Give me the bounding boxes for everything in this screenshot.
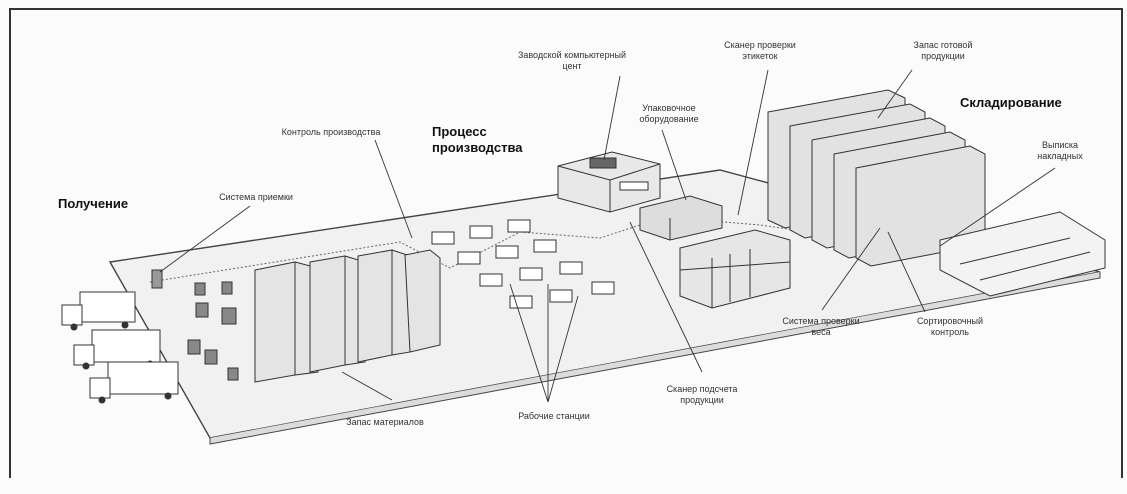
section-production: Процесс производства	[432, 124, 523, 156]
label-invoice-issue: Выписка накладных	[1025, 140, 1095, 162]
label-factory-computer-center: Заводской компьютерный цент	[484, 50, 660, 72]
section-receiving: Получение	[58, 196, 128, 212]
label-receiving-system: Система приемки	[196, 192, 316, 203]
label-workstations: Рабочие станции	[494, 411, 614, 422]
truck-icon	[62, 292, 135, 330]
label-finished-goods-stock: Запас готовой продукции	[888, 40, 998, 62]
label-product-count-scanner: Сканер подсчета продукции	[652, 384, 752, 406]
label-production-control: Контроль производства	[256, 127, 406, 138]
receiving-terminal	[152, 270, 162, 288]
label-materials-stock: Запас материалов	[320, 417, 450, 428]
section-warehousing: Складирование	[960, 95, 1062, 111]
label-weight-check-system: Система проверки веса	[766, 316, 876, 338]
label-packaging-equipment: Упаковочное оборудование	[614, 103, 724, 125]
truck-icon	[90, 362, 178, 403]
label-label-check-scanner: Сканер проверки этикеток	[700, 40, 820, 62]
label-sorting-control: Сортировочный контроль	[900, 316, 1000, 338]
